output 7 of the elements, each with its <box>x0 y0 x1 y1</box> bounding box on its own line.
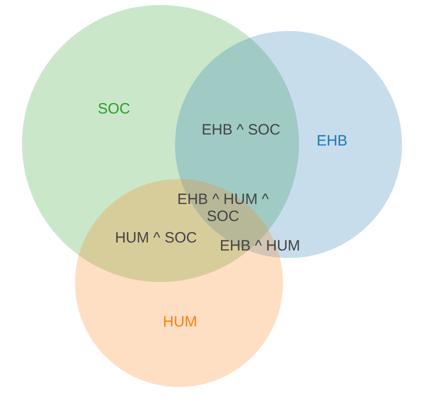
intersection-label: HUM ^ SOC <box>114 230 198 246</box>
intersection-label: EHB ^ HUM ^ SOC <box>176 191 270 225</box>
set-label: HUM <box>162 314 198 330</box>
intersection-label: EHB ^ HUM <box>220 238 300 254</box>
set-label: SOC <box>98 100 130 118</box>
set-label: EHB <box>316 132 348 150</box>
intersection-label: EHB ^ SOC <box>202 122 280 138</box>
